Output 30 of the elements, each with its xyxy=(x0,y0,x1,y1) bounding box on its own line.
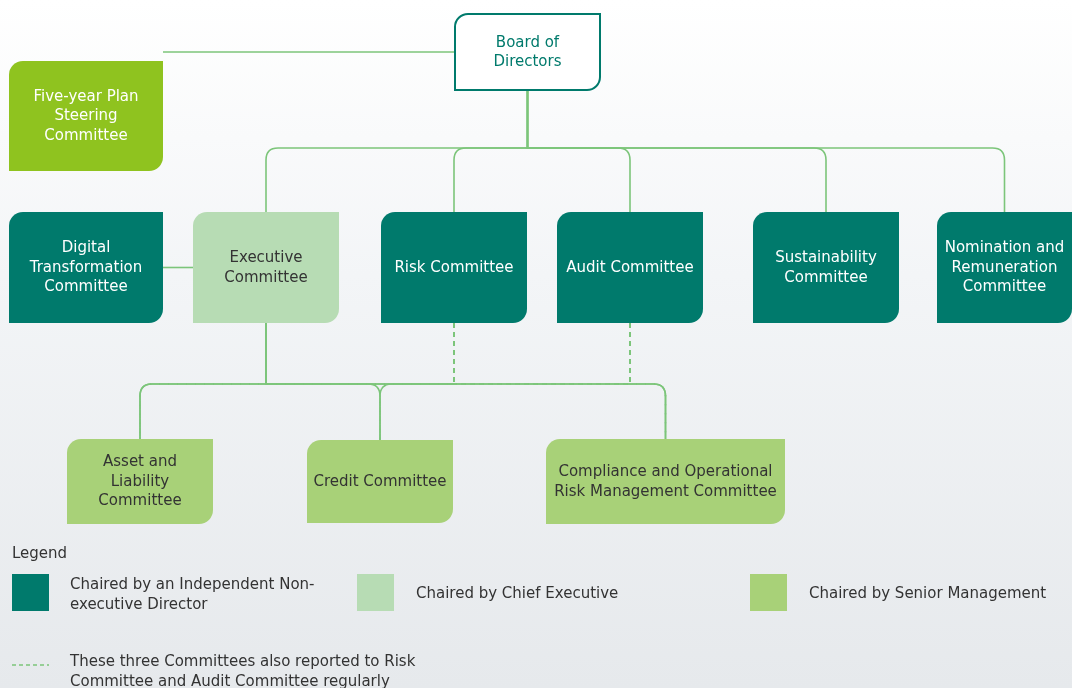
committee-name: Executive Committee xyxy=(223,248,309,287)
committee-name: Board of Directors xyxy=(492,32,563,72)
connector-line xyxy=(162,266,194,269)
committee-name: Compliance and Operational Risk Management Committee xyxy=(553,462,778,501)
legend-text: Chaired by Chief Executive xyxy=(416,583,620,604)
committee-box xyxy=(9,61,163,171)
legend-text: Chaired by an Independent Non-executive Director xyxy=(70,574,316,615)
connector-line xyxy=(526,90,1006,213)
committee-box xyxy=(193,212,339,323)
connector-line xyxy=(162,51,455,53)
committee-box xyxy=(937,212,1072,323)
committee-name: Audit Committee xyxy=(566,257,694,278)
committee-box xyxy=(753,212,899,323)
committee-box xyxy=(9,212,163,323)
legend-title: Legend xyxy=(12,543,68,564)
committee-name: Risk Committee xyxy=(394,257,514,278)
committee-name: Nomination and Remuneration Committee xyxy=(943,238,1066,297)
committee-box xyxy=(307,440,453,523)
committee-name: Digital Transformation Committee xyxy=(28,238,144,297)
connector-line xyxy=(629,322,667,440)
committee-box xyxy=(67,439,213,524)
committee-name: Credit Committee xyxy=(313,471,447,492)
committee-box xyxy=(557,212,703,323)
committee-name: Asset and Liability Committee xyxy=(97,452,183,511)
committee-box xyxy=(381,212,527,323)
committee-box xyxy=(546,439,785,524)
board-box xyxy=(454,13,601,91)
committee-name: Five-year Plan Steering Committee xyxy=(32,86,140,146)
legend-text: Chaired by Senior Management xyxy=(809,583,1048,604)
committee-name: Sustainability Committee xyxy=(774,248,878,287)
